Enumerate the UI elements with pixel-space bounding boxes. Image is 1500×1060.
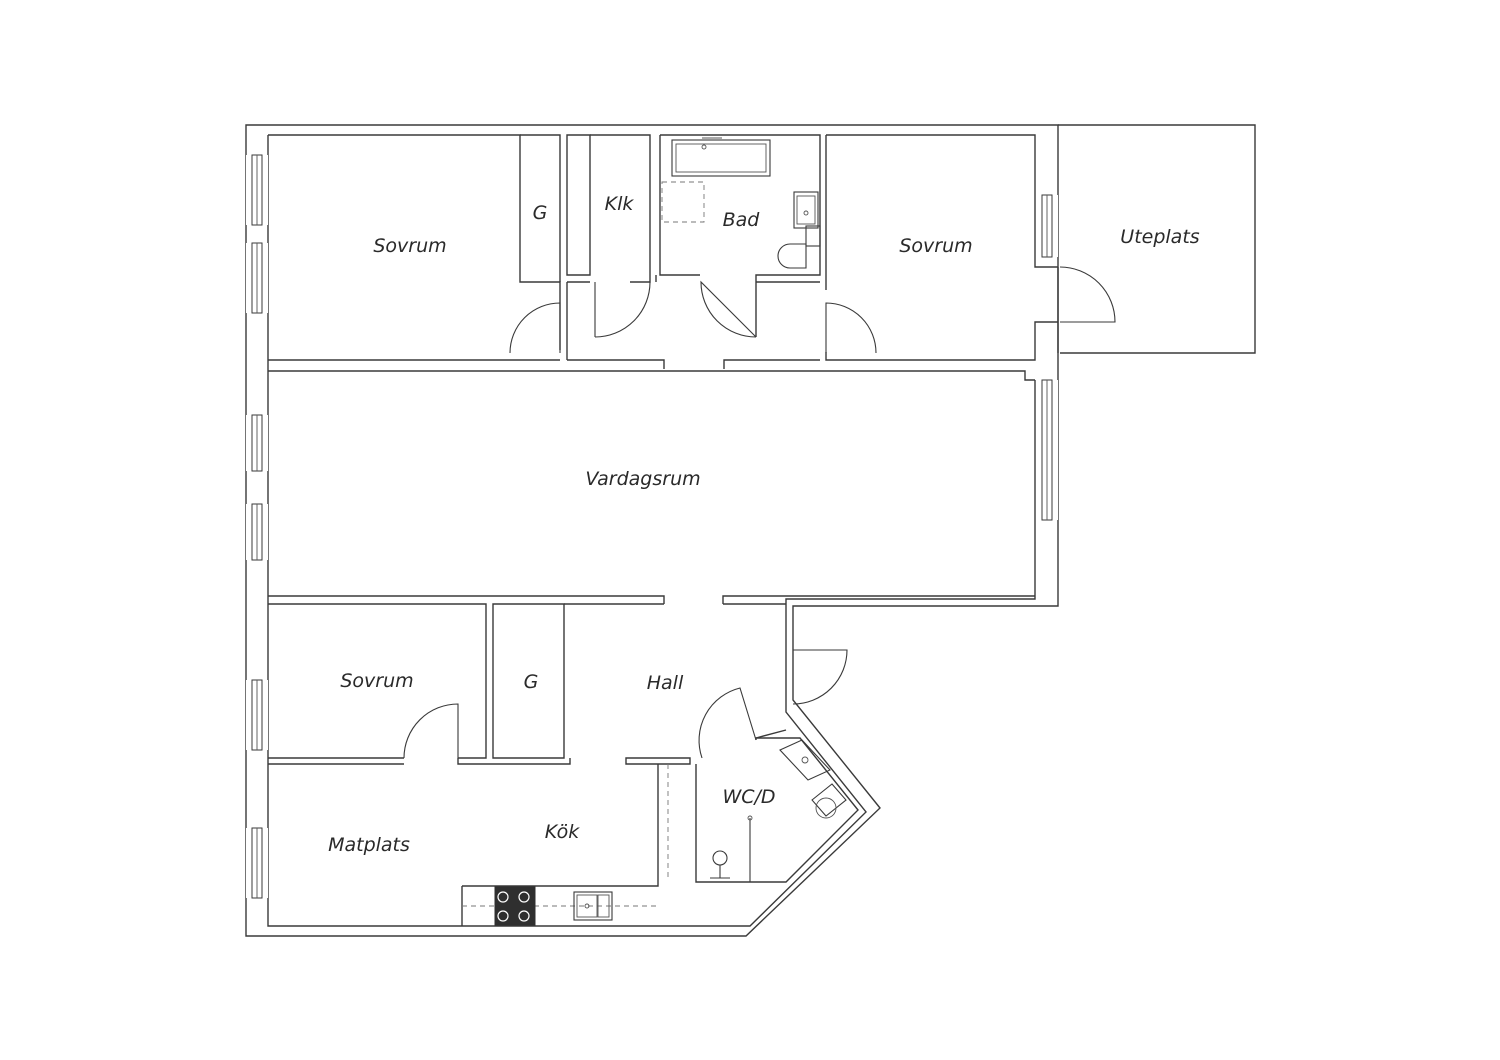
bathtub-icon — [671, 137, 771, 177]
label-wc-d: WC/D — [722, 786, 775, 808]
label-bad: Bad — [723, 209, 761, 231]
label-kok: Kök — [545, 821, 580, 843]
wc-toilet-icon — [811, 783, 847, 819]
label-garderob-bottom: G — [524, 671, 539, 693]
doors — [403, 266, 1116, 759]
kitchen-counter — [462, 764, 669, 907]
room-labels: Sovrum G Klk Bad Sovrum Uteplats Vardags… — [328, 193, 1200, 856]
washbasin-icon — [710, 850, 730, 879]
sink-icon — [793, 191, 819, 229]
label-vardagsrum: Vardagsrum — [585, 468, 700, 490]
label-sovrum-bottom: Sovrum — [340, 670, 413, 692]
terrace — [1057, 124, 1256, 354]
label-garderob-top: G — [533, 202, 548, 224]
shower-area — [661, 181, 705, 223]
stove-icon — [494, 886, 536, 926]
toilet-icon — [777, 225, 821, 269]
top-rooms — [268, 134, 1058, 369]
label-sovrum-top-right: Sovrum — [899, 235, 972, 257]
kitchen-sink-icon — [573, 891, 613, 921]
windows — [246, 154, 1058, 899]
wc-sink-icon — [779, 739, 831, 781]
label-klk: Klk — [605, 193, 635, 215]
label-sovrum-top-left: Sovrum — [373, 235, 446, 257]
label-uteplats: Uteplats — [1120, 226, 1199, 248]
bottom-rooms — [268, 603, 859, 926]
shower-icon — [747, 815, 753, 882]
label-hall: Hall — [647, 672, 684, 694]
living-room-walls — [268, 370, 1035, 604]
label-matplats: Matplats — [328, 834, 410, 856]
